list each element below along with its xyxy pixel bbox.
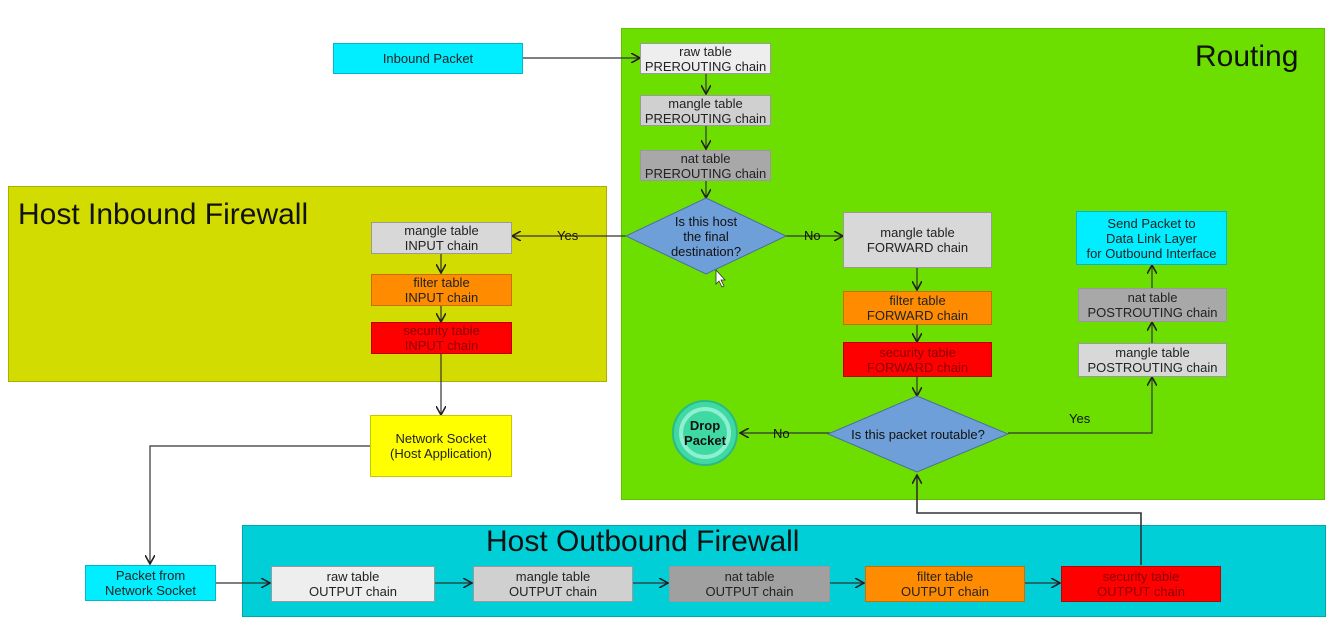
edge-label-no-drop: No [773, 426, 790, 441]
network-socket-box: Network Socket(Host Application) [370, 415, 512, 477]
edge-label-yes-input: Yes [557, 228, 579, 243]
decision-routable-text: Is this packet routable? [851, 426, 985, 442]
host-outbound-title: Host Outbound Firewall [486, 525, 800, 558]
inbound-packet-box: Inbound Packet [333, 43, 523, 74]
routing-title: Routing [1195, 40, 1299, 73]
edge-label-yes-post: Yes [1069, 411, 1091, 426]
drop-packet-inner [679, 407, 731, 459]
arrow-yes-to-mangle-post [1008, 377, 1152, 434]
decision-diamond-final [624, 197, 788, 275]
decision-diamond-routable [826, 395, 1010, 473]
edge-label-no-forward: No [804, 228, 821, 243]
arrow-security-out-to-routable [917, 475, 1142, 565]
arrow-socket-to-packet-from [150, 445, 370, 564]
send-packet-box: Send Packet to Data Link Layer for Outbo… [1076, 211, 1227, 265]
decision-final-text: Is this host the final destination? [670, 213, 742, 259]
host-inbound-title: Host Inbound Firewall [18, 198, 309, 231]
